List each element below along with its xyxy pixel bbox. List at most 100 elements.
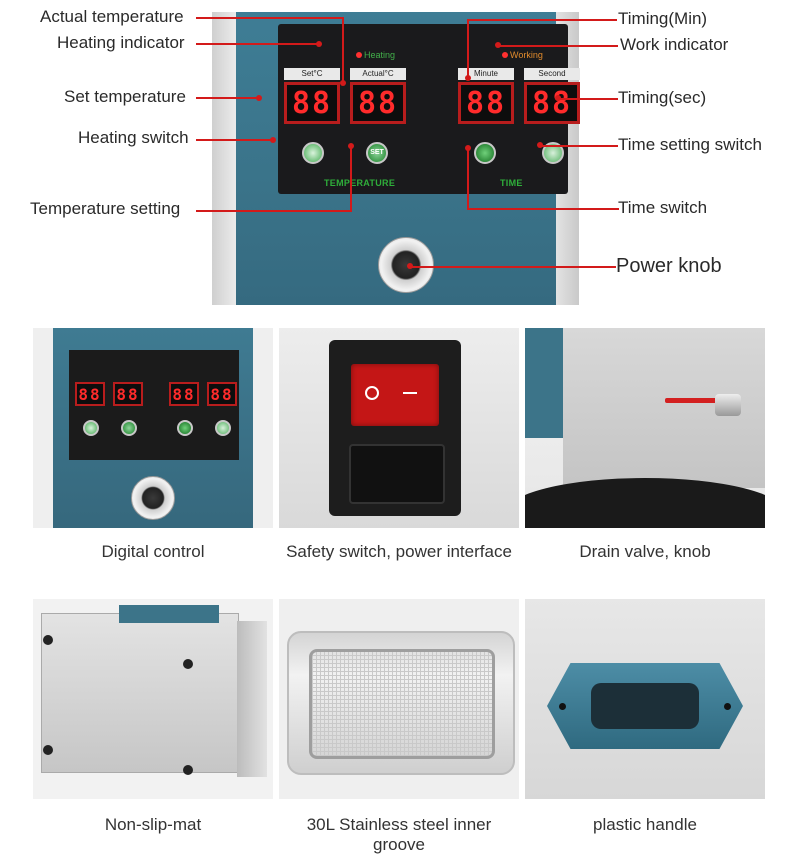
- set-temp-display: 88: [284, 82, 340, 124]
- second-display: 88: [524, 82, 580, 124]
- actual-temp-display: 88: [350, 82, 406, 124]
- callout-heating-switch: Heating switch: [78, 128, 189, 147]
- mini-time-button: [215, 420, 231, 436]
- leader-line: [350, 146, 352, 212]
- leader-line: [196, 97, 258, 99]
- mini-display: 88: [169, 382, 199, 406]
- working-indicator-label: Working: [510, 50, 543, 60]
- leader-line: [342, 17, 344, 82]
- temperature-section-label: TEMPERATURE: [324, 178, 396, 188]
- leader-dot: [495, 42, 501, 48]
- valve-handle: [665, 398, 721, 403]
- leader-line: [467, 208, 619, 210]
- plastic-handle-photo: [525, 599, 765, 799]
- foot-icon: [43, 745, 53, 755]
- heating-indicator-led: [356, 52, 362, 58]
- machine-side-panel: [525, 328, 563, 438]
- leader-line: [467, 19, 469, 77]
- foot-icon: [43, 635, 53, 645]
- mini-heat-button: [83, 420, 99, 436]
- callout-heating-indicator: Heating indicator: [57, 33, 185, 52]
- leader-dot: [340, 80, 346, 86]
- heating-switch-button[interactable]: [302, 142, 324, 164]
- temperature-set-button[interactable]: SET: [366, 142, 388, 164]
- leader-dot: [316, 41, 322, 47]
- inner-groove-photo: [279, 599, 519, 799]
- callout-time-switch: Time switch: [618, 198, 708, 217]
- leader-dot: [256, 95, 262, 101]
- minute-display-label: Minute: [458, 68, 514, 80]
- second-display-label: Second: [524, 68, 580, 80]
- non-slip-mat-photo: [33, 599, 273, 799]
- mesh-basket: [309, 649, 495, 759]
- foot-icon: [183, 765, 193, 775]
- caption-plastic-handle: plastic handle: [593, 815, 697, 834]
- top-panel: [119, 605, 219, 623]
- leader-dot: [555, 95, 561, 101]
- leader-line: [467, 19, 617, 21]
- time-section-label: TIME: [500, 178, 523, 188]
- callout-timing-min: Timing(Min): [618, 9, 708, 28]
- actual-temp-display-label: Actual°C: [350, 68, 406, 80]
- leader-dot: [407, 263, 413, 269]
- mini-display: 88: [113, 382, 143, 406]
- minute-display: 88: [458, 82, 514, 124]
- machine-side: [237, 621, 267, 777]
- callout-temperature-setting: Temperature setting: [30, 199, 181, 218]
- mini-power-button: [177, 420, 193, 436]
- caption-safety-switch: Safety switch, power interface: [286, 542, 512, 561]
- leader-line: [467, 148, 469, 210]
- leader-line: [540, 145, 618, 147]
- mini-display: 88: [75, 382, 105, 406]
- control-panel-photo: Heating Working Set°C Actual°C Minute Se…: [212, 12, 580, 305]
- off-symbol-icon: [365, 386, 379, 400]
- on-symbol-icon: [403, 392, 417, 394]
- leader-line: [196, 43, 318, 45]
- leader-line: [498, 45, 618, 47]
- rocker-switch: [351, 364, 439, 426]
- handle-grip: [591, 683, 699, 729]
- machine-front: Heating Working Set°C Actual°C Minute Se…: [236, 12, 580, 305]
- caption-digital-control: Digital control: [101, 542, 205, 561]
- power-knob[interactable]: [378, 237, 434, 293]
- screw-icon: [559, 703, 566, 710]
- safety-switch-photo: [279, 328, 519, 528]
- caption-drain-valve: Drain valve, knob: [579, 542, 711, 561]
- power-module: [329, 340, 461, 516]
- leader-dot: [270, 137, 276, 143]
- callout-work-indicator: Work indicator: [620, 35, 729, 54]
- leader-line: [196, 139, 272, 141]
- callout-power-knob: Power knob: [616, 255, 722, 277]
- leader-dot: [465, 75, 471, 81]
- callout-timing-sec: Timing(sec): [618, 88, 707, 107]
- callout-time-setting-switch: Time setting switch: [618, 135, 762, 154]
- leader-dot: [537, 142, 543, 148]
- heating-indicator-label: Heating: [364, 50, 396, 60]
- power-socket: [349, 444, 445, 504]
- time-setting-button[interactable]: [542, 142, 564, 164]
- machine-back: [41, 613, 239, 773]
- leader-line: [196, 210, 352, 212]
- set-temp-display-label: Set°C: [284, 68, 340, 80]
- mini-set-button: [121, 420, 137, 436]
- digital-control-photo: 88 88 88 88: [33, 328, 273, 528]
- control-panel: Heating Working Set°C Actual°C Minute Se…: [278, 24, 580, 194]
- time-switch-button[interactable]: [474, 142, 496, 164]
- drain-valve-photo: [525, 328, 765, 528]
- mini-control-panel: 88 88 88 88: [69, 350, 239, 460]
- mini-knob: [131, 476, 175, 520]
- base-platform: [525, 478, 765, 528]
- screw-icon: [724, 703, 731, 710]
- leader-dot: [348, 143, 354, 149]
- working-indicator-led: [502, 52, 508, 58]
- mini-display: 88: [207, 382, 237, 406]
- leader-line: [558, 98, 618, 100]
- foot-icon: [183, 659, 193, 669]
- callout-set-temperature: Set temperature: [64, 87, 186, 106]
- leader-line: [196, 17, 344, 19]
- leader-dot: [465, 145, 471, 151]
- drain-valve: [715, 394, 741, 416]
- caption-non-slip-mat: Non-slip-mat: [104, 815, 202, 834]
- leader-line: [410, 266, 616, 268]
- callout-actual-temperature: Actual temperature: [40, 7, 184, 26]
